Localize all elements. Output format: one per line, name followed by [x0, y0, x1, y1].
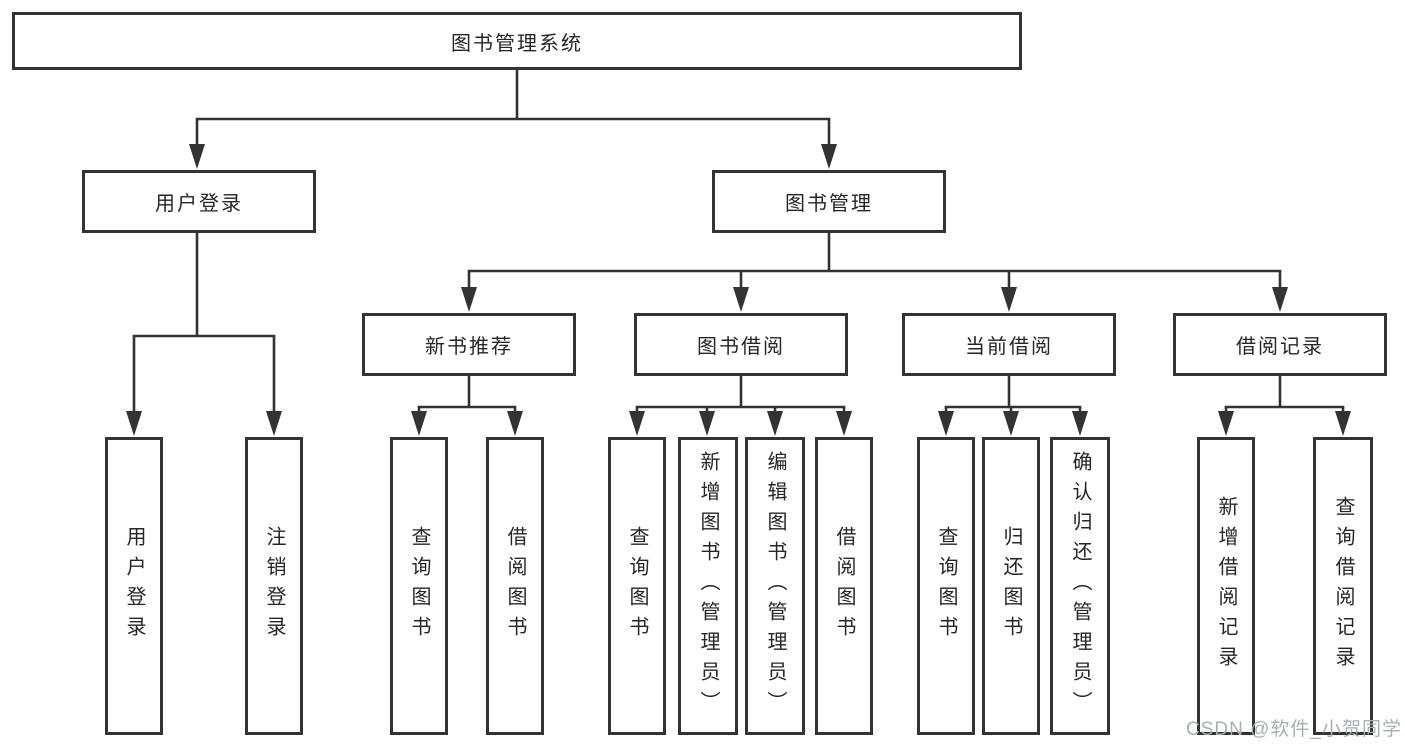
connector-record-to-leaves [1218, 376, 1351, 436]
leaf-label: 确认归还（管理员） [1069, 451, 1091, 721]
node-new-book-recommendation: 新书推荐 [362, 313, 576, 376]
connector-borrow-to-leaves [629, 376, 852, 436]
node-book-borrowing: 图书借阅 [634, 313, 848, 376]
leaf-label: 借阅图书 [504, 526, 526, 646]
leaf-label: 借阅图书 [833, 526, 855, 646]
leaf-label: 归还图书 [1000, 526, 1022, 646]
leaf-query-books: 查询图书 [390, 437, 448, 735]
leaf-edit-books-admin: 编辑图书（管理员） [745, 437, 805, 735]
node-user-login: 用户登录 [82, 170, 316, 233]
leaf-borrow-books: 借阅图书 [815, 437, 873, 735]
node-label: 新书推荐 [425, 336, 513, 358]
leaf-label: 查询图书 [626, 526, 648, 646]
node-library-management-system: 图书管理系统 [12, 12, 1022, 70]
leaf-label: 注销登录 [263, 526, 285, 646]
leaf-label: 新增借阅记录 [1215, 496, 1237, 676]
leaf-label: 用户登录 [123, 526, 145, 646]
csdn-watermark: CSDN @软件_小贺同学 [1186, 719, 1402, 740]
leaf-add-borrow-record: 新增借阅记录 [1197, 437, 1255, 735]
node-current-borrowing: 当前借阅 [902, 313, 1116, 376]
connector-root-to-level2 [189, 70, 837, 169]
leaf-user-login: 用户登录 [105, 437, 163, 735]
leaf-add-books-admin: 新增图书（管理员） [678, 437, 738, 735]
connector-current-to-leaves [938, 376, 1088, 436]
leaf-label: 查询借阅记录 [1332, 496, 1354, 676]
connector-book-to-level3 [461, 233, 1288, 312]
node-label: 当前借阅 [965, 336, 1053, 358]
connector-user-to-leaves [126, 233, 282, 436]
leaf-label: 新增图书（管理员） [697, 451, 719, 721]
leaf-query-borrow-record: 查询借阅记录 [1313, 437, 1373, 735]
node-borrowing-records: 借阅记录 [1173, 313, 1387, 376]
leaf-label: 查询图书 [935, 526, 957, 646]
leaf-query-books: 查询图书 [917, 437, 975, 735]
leaf-label: 查询图书 [408, 526, 430, 646]
node-label: 图书借阅 [697, 336, 785, 358]
leaf-confirm-return-admin: 确认归还（管理员） [1050, 437, 1110, 735]
leaf-logout: 注销登录 [245, 437, 303, 735]
leaf-query-books: 查询图书 [608, 437, 666, 735]
leaf-borrow-books: 借阅图书 [486, 437, 544, 735]
node-label: 图书管理系统 [451, 32, 583, 55]
node-label: 图书管理 [785, 193, 873, 215]
connector-newbook-to-leaves [411, 376, 523, 436]
node-book-management: 图书管理 [712, 170, 946, 233]
node-label: 用户登录 [155, 193, 243, 215]
node-label: 借阅记录 [1236, 336, 1324, 358]
leaf-return-books: 归还图书 [982, 437, 1040, 735]
leaf-label: 编辑图书（管理员） [764, 451, 786, 721]
